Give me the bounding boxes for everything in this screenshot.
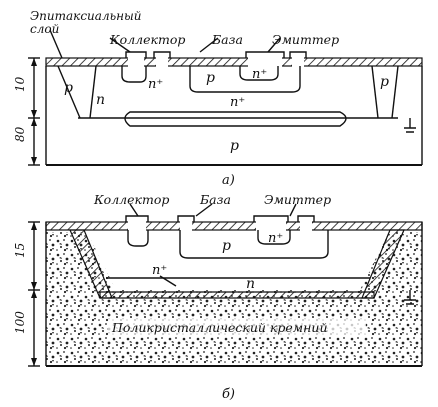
diagram-b: Коллектор База Эмиттер p n⁺ n⁺ n Поликри… bbox=[13, 192, 423, 402]
label-emitter-b: Эмиттер bbox=[264, 192, 331, 207]
label-n-region-b: n bbox=[246, 276, 255, 292]
dim-bottom-a: 80 bbox=[13, 126, 27, 142]
label-n-plus-emitter-b: n⁺ bbox=[268, 231, 283, 246]
label-emitter-a: Эмиттер bbox=[272, 32, 339, 47]
label-epitaxial-layer: Эпитаксиальный bbox=[30, 9, 142, 23]
dim-bottom-b: 100 bbox=[13, 311, 27, 334]
label-p-right-a: p bbox=[380, 74, 389, 90]
label-base-b: База bbox=[199, 192, 231, 207]
label-p-base-b: p bbox=[222, 238, 231, 254]
label-n-plus-collector-a: n⁺ bbox=[148, 77, 163, 92]
label-n-region-a: n bbox=[96, 92, 105, 108]
label-base-a: База bbox=[211, 32, 243, 47]
label-p-left-a: p bbox=[64, 80, 73, 96]
diagram-a: Эпитаксиальный слой Коллектор База Эмитт… bbox=[13, 9, 423, 188]
label-n-plus-emitter-a: n⁺ bbox=[252, 67, 267, 82]
label-n-plus-buried-a: n⁺ bbox=[230, 95, 245, 110]
dim-top-a: 10 bbox=[13, 76, 27, 92]
label-epitaxial-layer-2: слой bbox=[30, 22, 59, 36]
bottom-groove-oxide bbox=[99, 291, 375, 299]
label-collector-a: Коллектор bbox=[109, 32, 185, 47]
oxide-layer-a bbox=[45, 57, 423, 67]
caption-b: б) bbox=[222, 387, 235, 402]
label-p-base-a: p bbox=[206, 70, 215, 86]
label-polysilicon: Поликристаллический кремний bbox=[111, 320, 328, 335]
dim-top-b: 15 bbox=[13, 243, 27, 258]
oxide-layer-b bbox=[45, 221, 423, 231]
label-p-substrate-a: p bbox=[230, 138, 239, 154]
label-collector-b: Коллектор bbox=[93, 192, 169, 207]
label-n-plus-buried-b: n⁺ bbox=[152, 263, 167, 278]
caption-a: а) bbox=[222, 173, 235, 188]
